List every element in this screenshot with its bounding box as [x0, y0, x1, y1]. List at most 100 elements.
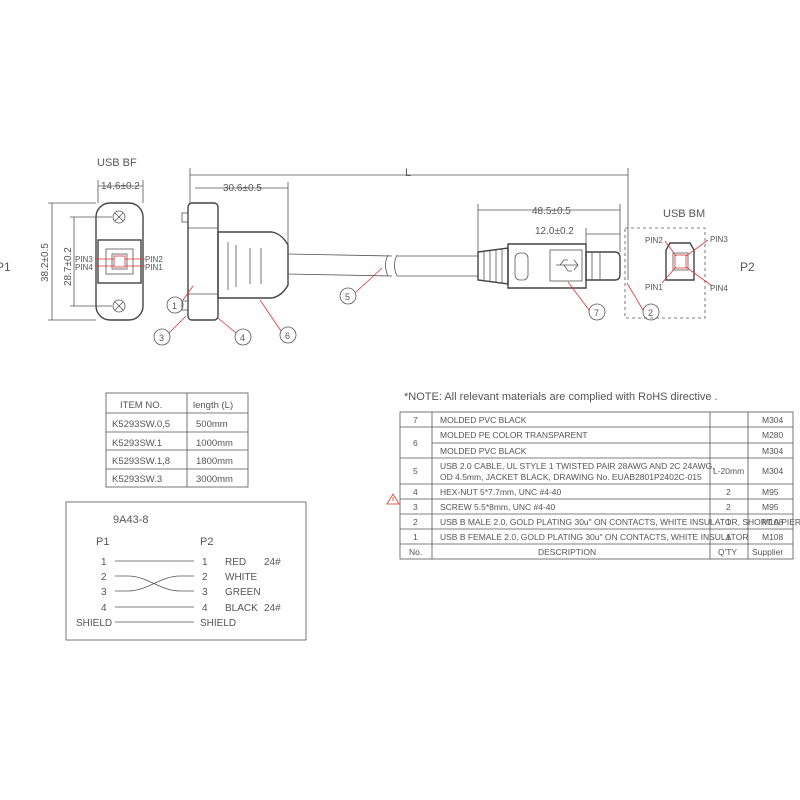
dim-bf-height: 38.2±0.5 [40, 243, 51, 282]
bom-qty: 1 [726, 517, 731, 527]
svg-text:4: 4 [240, 333, 245, 343]
bom-supplier: M304 [762, 415, 784, 425]
bf-pin3: PIN3 [75, 255, 93, 264]
bm-pin3: PIN3 [710, 235, 728, 244]
bm-pin2: PIN2 [645, 236, 663, 245]
wiring-col-p1: P1 [96, 536, 109, 548]
bom-qty: 2 [726, 502, 731, 512]
bom-desc: MOLDED PE COLOR TRANSPARENT [440, 430, 588, 440]
bom-header-no: No. [409, 547, 422, 557]
bom-no: 5 [413, 466, 418, 476]
wire-color: GREEN [225, 587, 261, 598]
balloon-5: 5 [339, 267, 383, 305]
bom-qty: 2 [726, 487, 731, 497]
length-row-value: 500mm [196, 419, 228, 430]
length-row-item: K5293SW.3 [112, 474, 162, 485]
bom-desc: MOLDED PVC BLACK [440, 446, 527, 456]
length-row-value: 1000mm [196, 438, 233, 449]
bom-no: 1 [413, 532, 418, 542]
bom-qty: 1 [726, 532, 731, 542]
rohs-note: *NOTE: All relevant materials are compli… [404, 391, 718, 403]
bom-no: 6 [413, 438, 418, 448]
bom-desc: USB B MALE 2.0, GOLD PLATING 30u" ON CON… [440, 517, 800, 527]
bom-no: 4 [413, 487, 418, 497]
wire-color: RED [225, 557, 246, 568]
wire-left: 4 [101, 603, 107, 614]
wiring-diagram: 9A43-8 P1 P2 1 1 RED 24# 2 2 WHITE 3 3 G… [65, 501, 307, 641]
usb-bf-front-view [48, 180, 145, 321]
bom-qty: L-20mm [713, 466, 744, 476]
bom-supplier: M108 [762, 532, 784, 542]
wire-right: 1 [202, 557, 208, 568]
usb-bm-front-view [624, 227, 713, 319]
bom-desc: SCREW 5.5*8mm, UNC #4-40 [440, 502, 556, 512]
bom-no: 7 [413, 415, 418, 425]
bom-desc: OD 4.5mm, JACKET BLACK, DRAWING No. EUAB… [440, 472, 702, 482]
bom-desc: USB B FEMALE 2.0, GOLD PLATING 30u" ON C… [440, 532, 748, 542]
balloon-3: 3 [153, 315, 187, 346]
wire-color: BLACK [225, 603, 258, 614]
wiring-col-p2: P2 [200, 536, 213, 548]
wire-left: SHIELD [76, 618, 112, 629]
svg-text:1: 1 [172, 301, 177, 311]
wire-right: 4 [202, 603, 208, 614]
dim-bm-length: 48.5±0.5 [532, 206, 571, 217]
bf-pin1: PIN1 [145, 263, 163, 272]
bm-pin4: PIN4 [710, 284, 728, 293]
bom-supplier: M304 [762, 446, 784, 456]
balloon-4: 4 [217, 317, 252, 346]
bom-no: 3 [413, 502, 418, 512]
svg-text:2: 2 [648, 308, 653, 318]
bom-header-qty: Q'TY [718, 547, 737, 557]
length-row-item: K5293SW.1,8 [112, 456, 170, 467]
bom-supplier: M304 [762, 466, 784, 476]
cable-side-view [181, 202, 621, 321]
dim-panel-offset: 30.6±0.5 [223, 183, 262, 194]
bf-pin2: PIN2 [145, 255, 163, 264]
p2-label: P2 [740, 260, 755, 274]
usb-bf-label: USB BF [97, 157, 137, 169]
bf-pin4: PIN4 [75, 263, 93, 272]
dim-bf-hole: 28.7±0.2 [63, 247, 74, 286]
wire-gauge: 24# [264, 557, 281, 568]
balloon-2: 2 [626, 282, 660, 321]
wire-gauge: 24# [264, 603, 281, 614]
svg-text:5: 5 [345, 292, 350, 302]
bom-table: 7 MOLDED PVC BLACK M304 6 MOLDED PE COLO… [399, 411, 800, 560]
dim-bm-plug: 12.0±0.2 [535, 226, 574, 237]
svg-text:6: 6 [285, 331, 290, 341]
dim-bf-width: 14.6±0.2 [101, 181, 140, 192]
bom-desc: HEX-NUT 5*7.7mm, UNC #4-40 [440, 487, 562, 497]
wiring-title: 9A43-8 [113, 514, 148, 526]
length-header-item: ITEM NO. [120, 400, 162, 411]
svg-text:7: 7 [594, 308, 599, 318]
wire-left: 1 [101, 557, 107, 568]
bom-supplier: M95 [762, 502, 779, 512]
revision-triangle-icon [386, 493, 400, 505]
balloon-6: 6 [259, 299, 297, 344]
balloon-7: 7 [567, 281, 606, 321]
length-row-item: K5293SW.0,5 [112, 419, 170, 430]
length-table: ITEM NO. length (L) K5293SW.0,5 500mm K5… [105, 392, 249, 488]
balloon-1: 1 [166, 285, 194, 314]
wire-color: WHITE [225, 572, 258, 583]
wire-right: SHIELD [200, 618, 236, 629]
length-header-length: length (L) [193, 400, 233, 411]
bom-desc: USB 2.0 CABLE, UL STYLE 1 TWISTED PAIR 2… [440, 461, 715, 471]
bom-no: 2 [413, 517, 418, 527]
bom-supplier: M95 [762, 487, 779, 497]
length-row-value: 3000mm [196, 474, 233, 485]
bom-header-description: DESCRIPTION [538, 547, 596, 557]
wire-right: 2 [202, 572, 208, 583]
dim-overall-length: L [405, 167, 411, 179]
bom-desc: MOLDED PVC BLACK [440, 415, 527, 425]
bom-header-supplier: Supplier [752, 547, 783, 557]
svg-text:3: 3 [159, 333, 164, 343]
bom-supplier: M108 [762, 517, 784, 527]
wire-right: 3 [202, 587, 208, 598]
usb-bm-label: USB BM [663, 208, 705, 220]
wire-left: 3 [101, 587, 107, 598]
length-row-value: 1800mm [196, 456, 233, 467]
p1-label: P1 [0, 260, 11, 274]
